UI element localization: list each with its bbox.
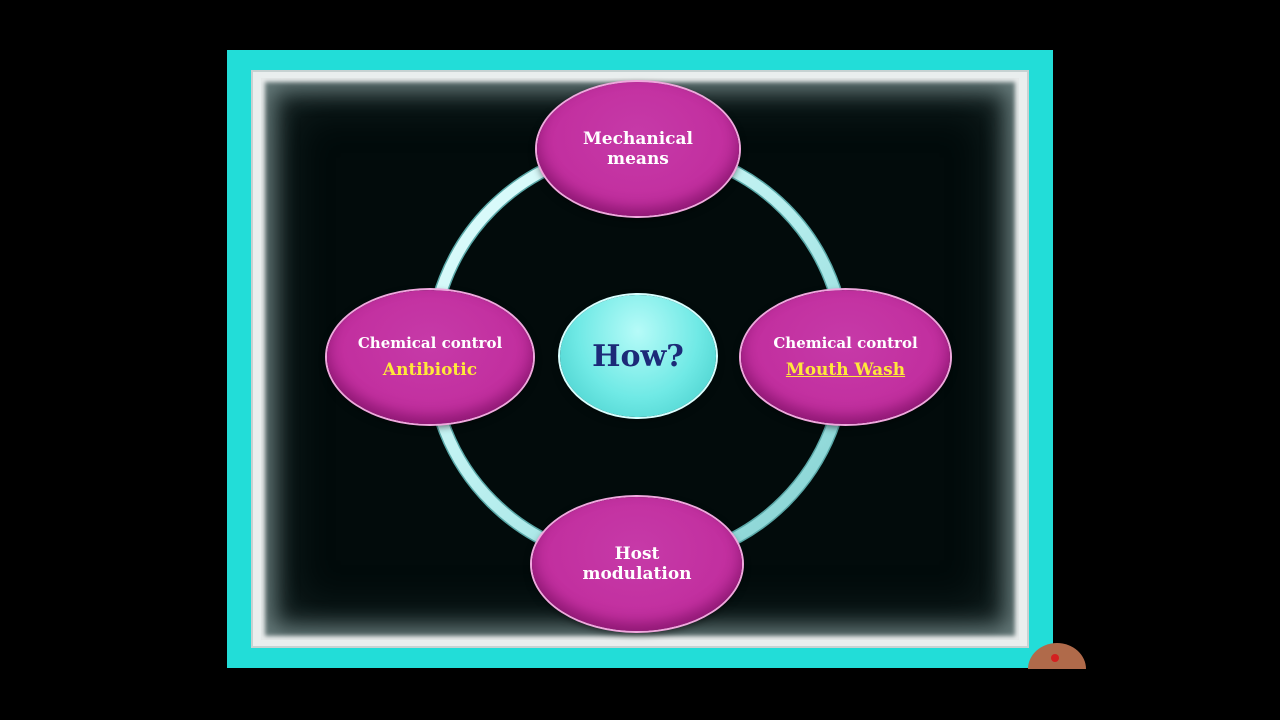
channel-watermark bbox=[1026, 643, 1086, 669]
node-chemical-mouthwash: Chemical control Mouth Wash bbox=[741, 290, 950, 424]
node-mechanical-means-line-1: Mechanical bbox=[582, 129, 693, 149]
node-chemical-antibiotic-label: Chemical control bbox=[357, 334, 503, 352]
node-host-modulation: Host modulation bbox=[532, 497, 742, 631]
node-chemical-antibiotic: Chemical control Antibiotic bbox=[327, 290, 533, 424]
node-mouthwash-link[interactable]: Mouth Wash bbox=[785, 360, 906, 380]
node-host-modulation-line-2: modulation bbox=[582, 564, 692, 584]
node-chemical-mouthwash-label: Chemical control bbox=[773, 334, 918, 352]
center-question-label: How? bbox=[592, 338, 684, 374]
node-mechanical-means-line-2: means bbox=[607, 149, 669, 169]
center-question: How? bbox=[560, 295, 716, 417]
node-host-modulation-line-1: Host bbox=[614, 544, 660, 564]
node-antibiotic-text: Antibiotic bbox=[382, 360, 478, 380]
node-mechanical-means: Mechanical means bbox=[537, 82, 739, 216]
watermark-dot bbox=[1051, 654, 1059, 662]
